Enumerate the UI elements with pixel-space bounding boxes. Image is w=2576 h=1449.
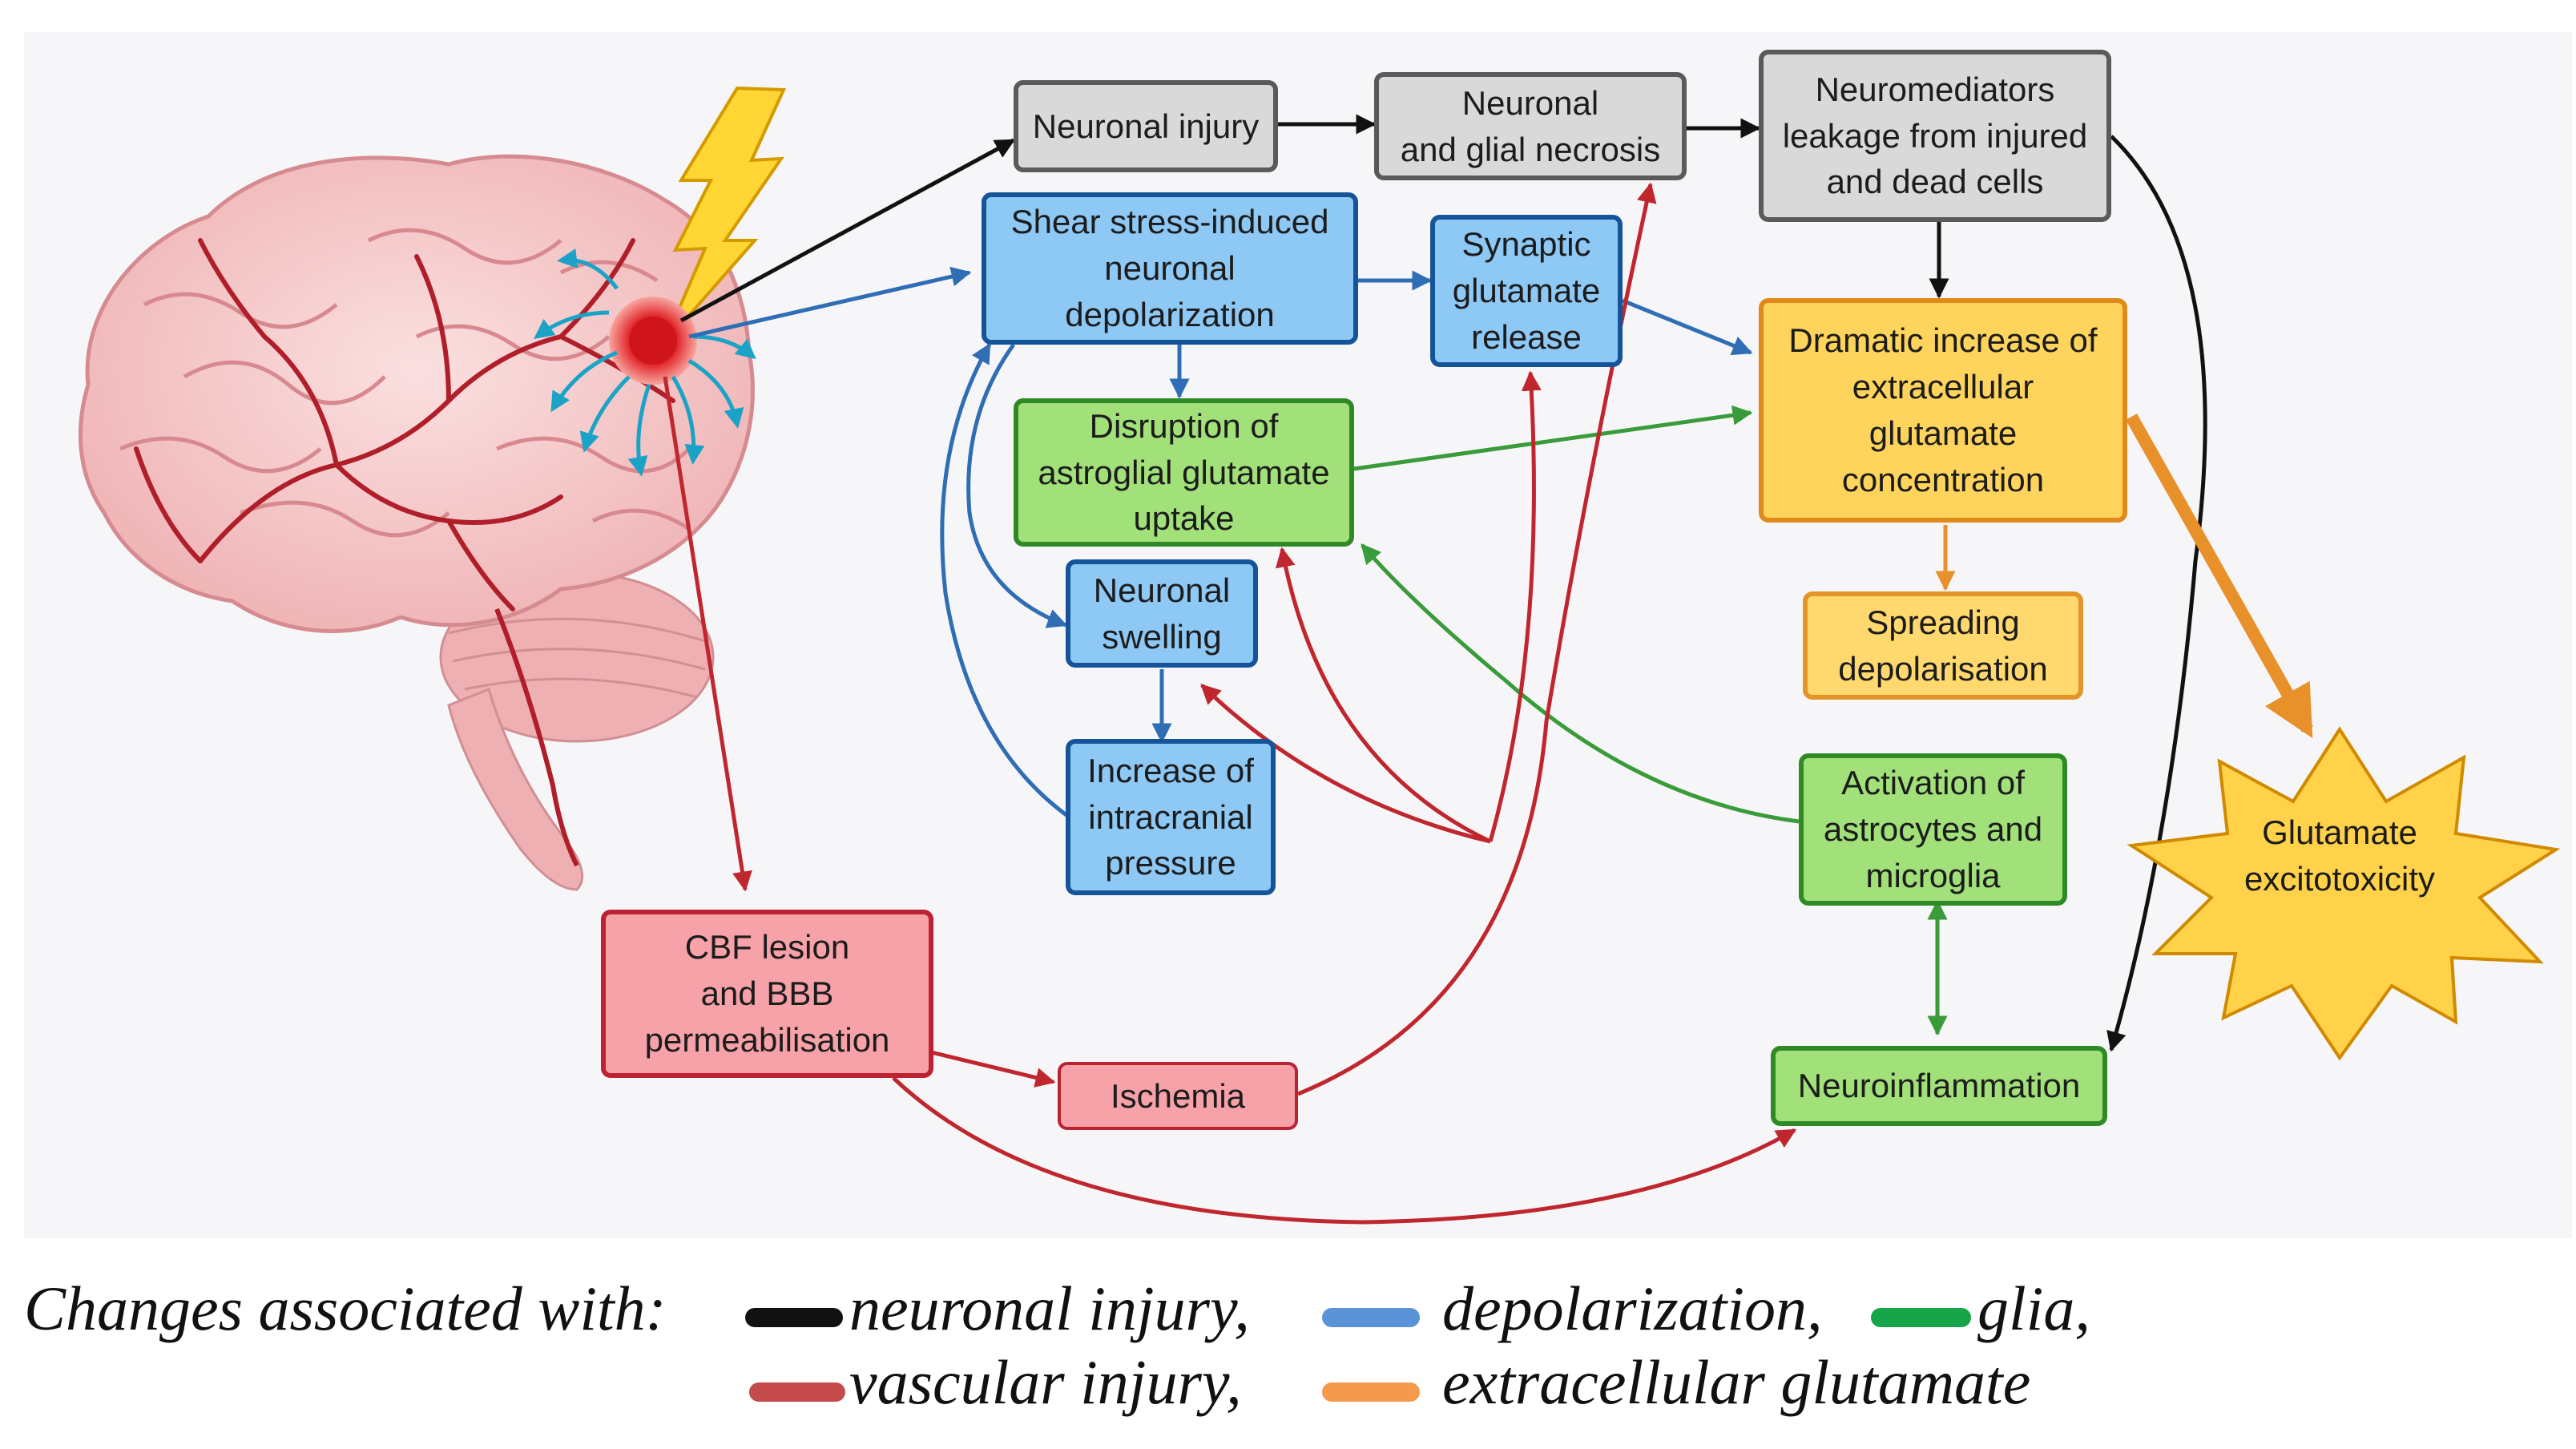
glutamate-excitotoxicity-star bbox=[2127, 726, 2561, 1061]
node-activation-astrocytes-microglia: Activation of astrocytes and microglia bbox=[1799, 753, 2067, 906]
legend-intro: Changes associated with: bbox=[24, 1273, 667, 1343]
legend-label-vascular-injury: vascular injury, bbox=[849, 1347, 1242, 1417]
brain-illustration bbox=[79, 154, 755, 891]
legend-swatch-vascular-injury bbox=[749, 1382, 845, 1402]
node-neuronal-injury: Neuronal injury bbox=[1014, 80, 1278, 172]
node-dramatic-increase-glutamate: Dramatic increase of extracellular gluta… bbox=[1759, 298, 2127, 523]
node-neuromediators-leakage: Neuromediators leakage from injured and … bbox=[1759, 50, 2111, 222]
node-ischemia: Ischemia bbox=[1058, 1062, 1298, 1130]
legend-label-neuronal-injury: neuronal injury, bbox=[849, 1273, 1250, 1343]
legend-label-extracellular-glutamate: extracellular glutamate bbox=[1442, 1347, 2031, 1417]
legend-swatch-extracellular-glutamate bbox=[1322, 1382, 1420, 1402]
node-shear-stress-depolarization: Shear stress-induced neuronal depolariza… bbox=[982, 192, 1358, 345]
lightning-bolt-icon bbox=[662, 86, 787, 346]
node-neuronal-glial-necrosis: Neuronal and glial necrosis bbox=[1374, 72, 1687, 180]
node-cbf-lesion-bbb: CBF lesion and BBB permeabilisation bbox=[601, 910, 933, 1078]
node-glutamate-excitotoxicity: Glutamate excitotoxicity bbox=[2243, 813, 2436, 898]
node-spreading-depolarisation: Spreading depolarisation bbox=[1803, 591, 2083, 700]
connector-arrows bbox=[663, 114, 2313, 1225]
node-disruption-astroglial-uptake: Disruption of astroglial glutamate uptak… bbox=[1014, 398, 1354, 547]
node-neuronal-swelling: Neuronal swelling bbox=[1066, 559, 1258, 668]
legend-label-depolarization: depolarization, bbox=[1442, 1273, 1823, 1343]
legend-label-glia: glia, bbox=[1977, 1273, 2090, 1343]
legend-swatch-glia bbox=[1871, 1308, 1971, 1327]
node-neuroinflammation: Neuroinflammation bbox=[1771, 1046, 2107, 1126]
node-increase-intracranial-pressure: Increase of intracranial pressure bbox=[1066, 739, 1276, 895]
node-synaptic-glutamate-release: Synaptic glutamate release bbox=[1430, 215, 1623, 367]
legend-swatch-neuronal-injury bbox=[745, 1308, 843, 1327]
radiating-arrows-icon bbox=[533, 248, 756, 477]
legend-swatch-depolarization bbox=[1322, 1308, 1420, 1327]
